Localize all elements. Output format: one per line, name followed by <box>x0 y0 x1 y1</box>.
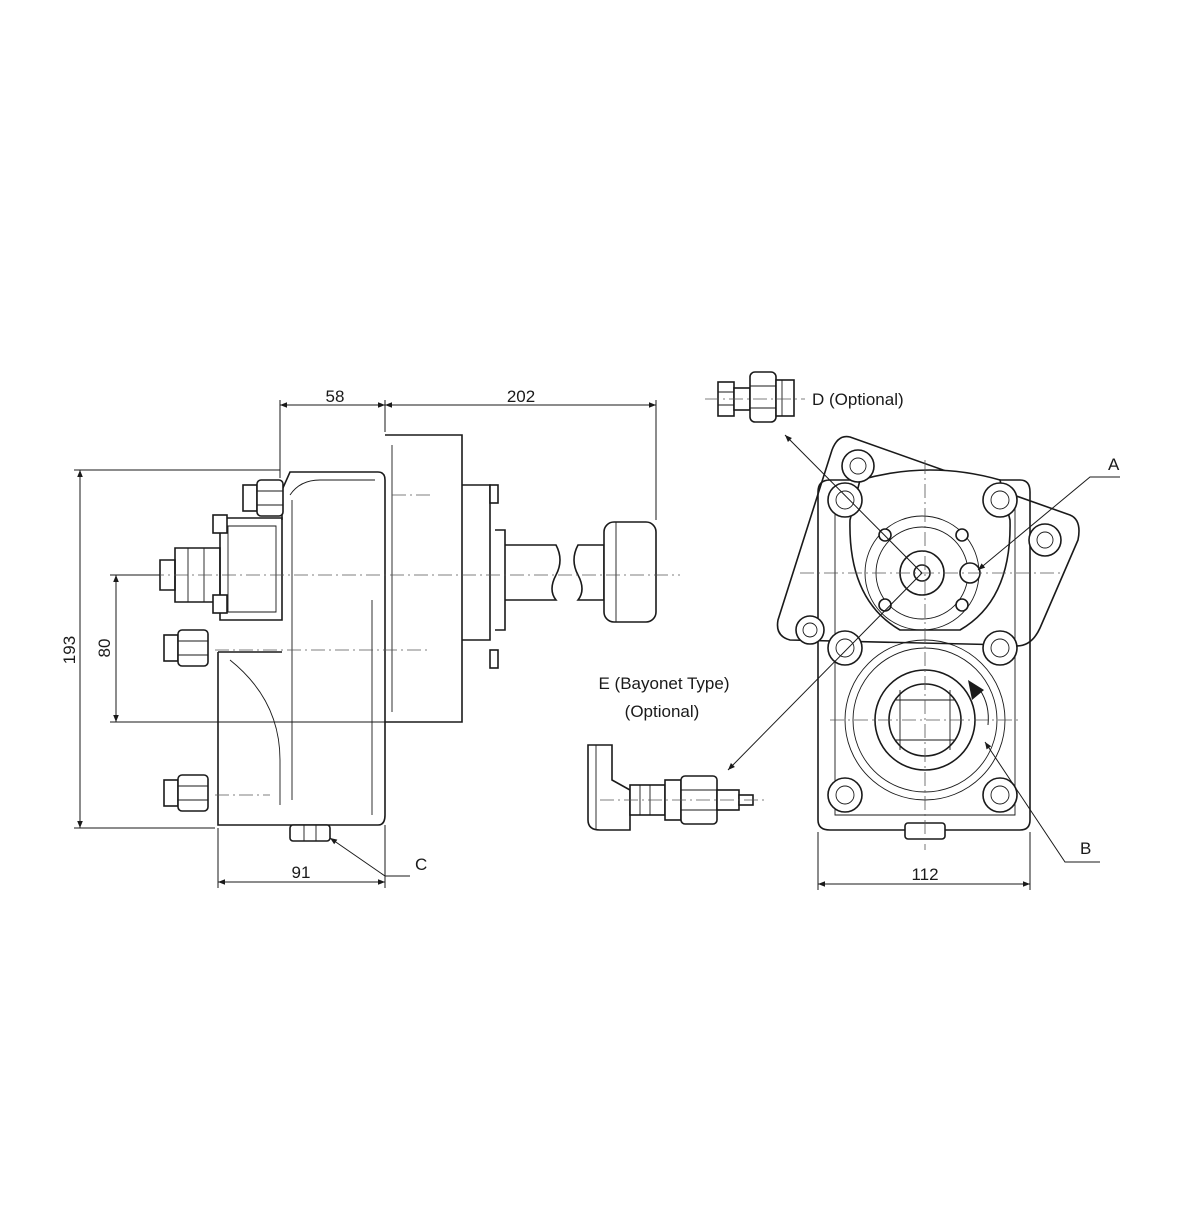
callout-c-label: C <box>415 855 427 874</box>
connector-e <box>587 744 765 831</box>
callout-e-line2: (Optional) <box>625 702 700 721</box>
dim-58-label: 58 <box>326 387 345 406</box>
side-view <box>150 434 680 842</box>
connector-d <box>705 371 805 423</box>
dim-112-label: 112 <box>911 865 938 884</box>
front-view-dimensions <box>727 434 1120 890</box>
callout-b-label: B <box>1080 839 1091 858</box>
side-view-dimensions <box>74 400 657 888</box>
labels: 58 202 193 80 91 112 C A B D (Optional) … <box>60 387 1120 884</box>
dim-193-label: 193 <box>60 636 79 664</box>
dim-202-label: 202 <box>507 387 535 406</box>
front-view <box>776 435 1080 850</box>
dim-91-label: 91 <box>292 863 311 882</box>
callout-a-label: A <box>1108 455 1120 474</box>
dim-80-label: 80 <box>95 639 114 658</box>
callout-e-line1: E (Bayonet Type) <box>598 674 729 693</box>
callout-d-label: D (Optional) <box>812 390 904 409</box>
